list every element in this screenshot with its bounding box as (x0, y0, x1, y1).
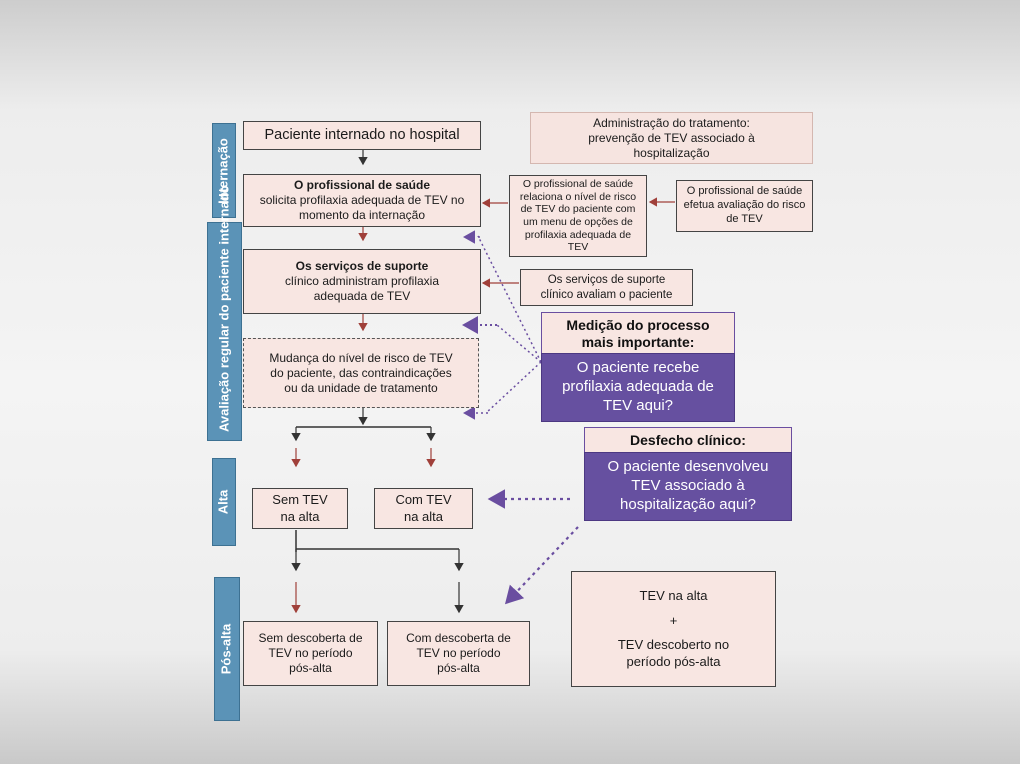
plus-sign: + (669, 612, 678, 628)
stage-alta: Alta (212, 458, 236, 546)
com-descoberta-text: Com descoberta de TEV no período pós-alt… (406, 631, 511, 675)
mudanca-risco-text: Mudança do nível de risco de TEV do paci… (269, 350, 453, 395)
box-profissional-avaliacao: O profissional de saúde efetua avaliação… (676, 180, 813, 232)
profissional-saude-body: solicita profilaxia adequada de TEV no m… (259, 193, 465, 222)
sem-tev-alta-text: Sem TEV na alta (272, 492, 328, 524)
stage-internacao: Internação (212, 123, 236, 218)
box-profissional-relaciona: O profissional de saúde relaciona o níve… (509, 175, 647, 257)
box-com-descoberta: Com descoberta de TEV no período pós-alt… (387, 621, 530, 686)
stage-pos-alta-label: Pós-alta (218, 623, 234, 675)
paciente-internado-text: Paciente internado no hospital (264, 127, 460, 144)
stage-avaliacao-label: Avaliação regular do paciente internado (216, 184, 232, 432)
box-administracao: Administração do tratamento: prevenção d… (530, 112, 813, 164)
medicao-header: Medição do processo mais importante: (541, 312, 735, 354)
servicos-suporte-body: clínico administram profilaxia adequada … (284, 274, 440, 303)
box-tev-summary: TEV na alta + TEV descoberto no período … (571, 571, 776, 687)
servicos-suporte-title: Os serviços de suporte (295, 259, 429, 273)
box-mudanca-risco: Mudança do nível de risco de TEV do paci… (243, 338, 479, 408)
medicao-question: O paciente recebe profilaxia adequada de… (541, 353, 735, 422)
stage-pos-alta: Pós-alta (214, 577, 240, 721)
dotted-arrow-desfecho-to-posalta (504, 526, 579, 605)
com-tev-alta-text: Com TEV na alta (395, 492, 452, 524)
medicao-question-text: O paciente recebe profilaxia adequada de… (562, 359, 714, 414)
dotted-medicao-to-top (477, 235, 542, 363)
sem-descoberta-text: Sem descoberta de TEV no período pós-alt… (258, 631, 363, 675)
box-sem-descoberta: Sem descoberta de TEV no período pós-alt… (243, 621, 378, 686)
stage-alta-label: Alta (215, 489, 231, 515)
dotted-medicao-to-bottom (485, 361, 542, 414)
administracao-text: Administração do tratamento: prevenção d… (588, 115, 755, 160)
profissional-avaliacao-text: O profissional de saúde efetua avaliação… (683, 185, 806, 225)
desfecho-question: O paciente desenvolveu TEV associado à h… (584, 452, 792, 521)
profissional-saude-title: O profissional de saúde (293, 178, 431, 192)
box-profissional-saude: O profissional de saúde solicita profila… (243, 174, 481, 227)
box-servicos-avaliam: Os serviços de suporte clínico avaliam o… (520, 269, 693, 306)
medicao-header-text: Medição do processo mais importante: (566, 316, 710, 350)
profissional-relaciona-text: O profissional de saúde relaciona o níve… (519, 178, 637, 254)
tev-na-alta-text: TEV na alta (639, 588, 708, 604)
box-sem-tev-alta: Sem TEV na alta (252, 488, 348, 529)
stage-avaliacao: Avaliação regular do paciente internado (207, 184, 242, 441)
tev-descoberto-text: TEV descoberto no período pós-alta (617, 637, 730, 669)
box-servicos-suporte: Os serviços de suporte clínico administr… (243, 249, 481, 314)
dotted-medicao-to-mid (496, 324, 542, 363)
desfecho-question-text: O paciente desenvolveu TEV associado à h… (607, 458, 769, 513)
desfecho-header: Desfecho clínico: (584, 427, 792, 453)
servicos-avaliam-text: Os serviços de suporte clínico avaliam o… (540, 274, 673, 301)
stage-avaliacao-text: Avaliação regular do paciente internado (216, 184, 232, 432)
desfecho-header-text: Desfecho clínico: (630, 432, 746, 449)
box-paciente-internado: Paciente internado no hospital (243, 121, 481, 150)
box-com-tev-alta: Com TEV na alta (374, 488, 473, 529)
